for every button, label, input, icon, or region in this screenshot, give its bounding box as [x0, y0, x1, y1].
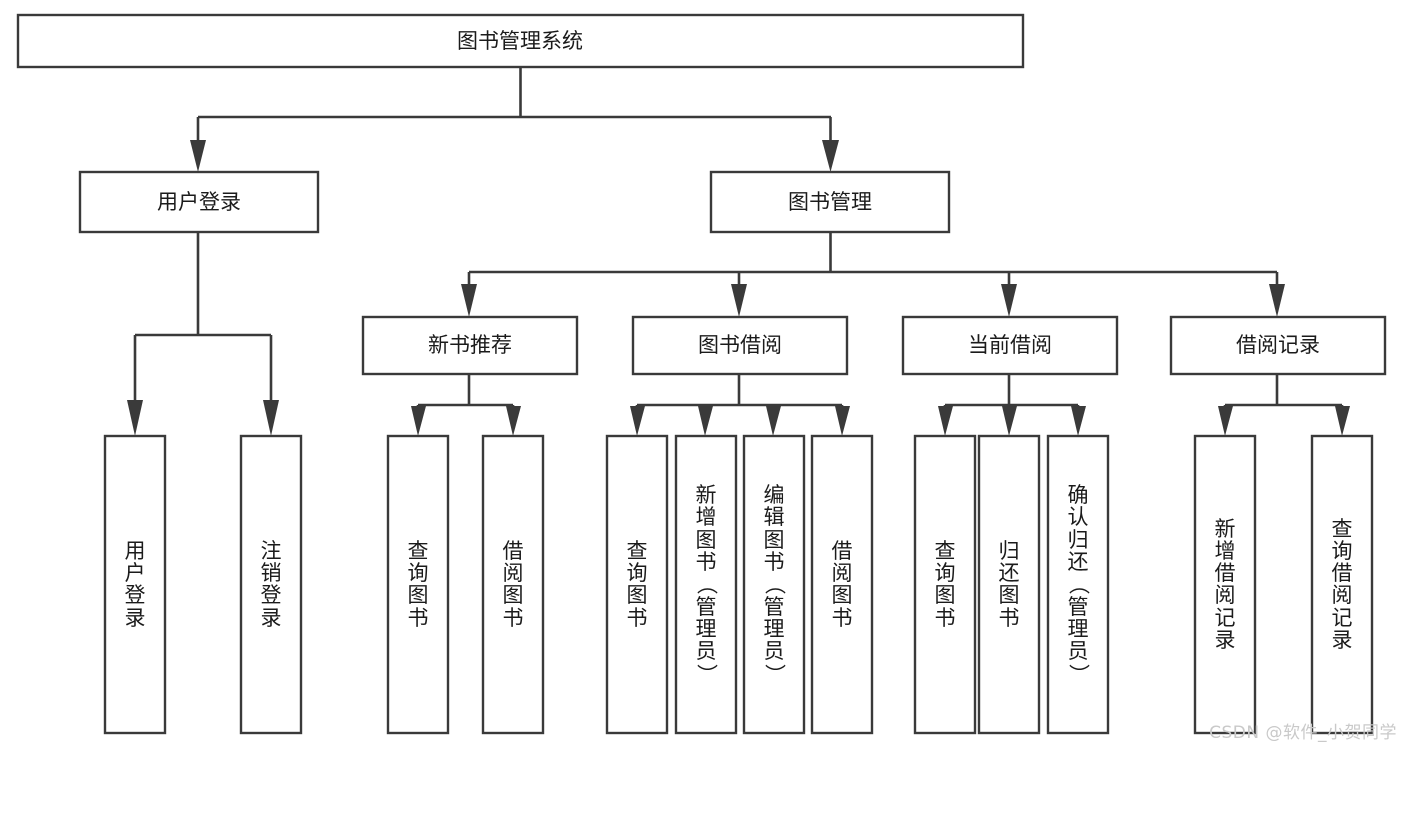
arrow-head-br-leaf-1	[1218, 406, 1233, 436]
arrow-head-bb-leaf-1	[630, 406, 645, 436]
node-book-mgmt-box[interactable]	[709, 170, 951, 234]
arrow-head-cb-leaf-2	[1002, 406, 1017, 436]
node-root-label: 图书管理系统	[457, 29, 583, 53]
node-user-login-box[interactable]	[78, 170, 320, 234]
arrow-head-borrow-record	[1269, 284, 1285, 317]
leaf-box-nb-query[interactable]	[386, 434, 450, 735]
leaf-box-bb-borrow[interactable]	[810, 434, 874, 735]
leaf-box-cb-return[interactable]	[977, 434, 1041, 735]
nodes-layer: 图书管理系统 用户登录 图书管理 新书推荐 图书借阅 当前借阅 借阅记录	[16, 13, 1387, 735]
leaf-box-user-login[interactable]	[103, 434, 167, 735]
edges-layer	[127, 67, 1350, 436]
flowchart-svg: 图书管理系统 用户登录 图书管理 新书推荐 图书借阅 当前借阅 借阅记录	[16, 13, 1387, 735]
node-current-borrow-box[interactable]	[901, 315, 1119, 376]
arrow-head-cb-leaf-3	[1071, 406, 1086, 436]
arrow-head-book-mgmt	[822, 140, 839, 172]
node-borrow-record-label: 借阅记录	[1236, 333, 1320, 357]
leaf-box-bb-add[interactable]	[674, 434, 738, 735]
leaf-box-cb-query[interactable]	[913, 434, 977, 735]
arrow-head-book-borrow	[731, 284, 747, 317]
arrow-head-nb-leaf-1	[411, 406, 426, 436]
node-user-login-label: 用户登录	[157, 190, 241, 214]
arrow-head-leaf-logout	[263, 400, 279, 436]
leaf-box-bb-query[interactable]	[605, 434, 669, 735]
csdn-watermark: CSDN @软件_小贺同学	[1209, 723, 1397, 743]
leaf-box-logout[interactable]	[239, 434, 303, 735]
arrow-head-br-leaf-2	[1335, 406, 1350, 436]
arrow-head-new-book	[461, 284, 477, 317]
node-book-borrow-label: 图书借阅	[698, 333, 782, 357]
arrow-head-nb-leaf-2	[506, 406, 521, 436]
node-book-borrow-box[interactable]	[631, 315, 849, 376]
flowchart-canvas: 图书管理系统 用户登录 图书管理 新书推荐 图书借阅 当前借阅 借阅记录	[16, 13, 1397, 743]
node-borrow-record-box[interactable]	[1169, 315, 1387, 376]
arrow-head-current-borrow	[1001, 284, 1017, 317]
node-current-borrow-label: 当前借阅	[968, 333, 1052, 357]
arrow-head-bb-leaf-4	[835, 406, 850, 436]
arrow-head-leaf-user-login	[127, 400, 143, 436]
arrow-head-cb-leaf-1	[938, 406, 953, 436]
leaf-box-nb-borrow[interactable]	[481, 434, 545, 735]
leaf-box-bb-edit[interactable]	[742, 434, 806, 735]
arrow-head-bb-leaf-2	[698, 406, 713, 436]
node-book-mgmt-label: 图书管理	[788, 190, 872, 214]
leaf-box-br-add[interactable]	[1193, 434, 1257, 735]
node-root-box[interactable]	[16, 13, 1025, 69]
node-new-book-label: 新书推荐	[428, 333, 512, 357]
arrow-head-user-login	[190, 140, 206, 172]
node-new-book-box[interactable]	[361, 315, 579, 376]
leaf-box-br-query[interactable]	[1310, 434, 1374, 735]
arrow-head-bb-leaf-3	[766, 406, 781, 436]
leaf-box-cb-confirm[interactable]	[1046, 434, 1110, 735]
